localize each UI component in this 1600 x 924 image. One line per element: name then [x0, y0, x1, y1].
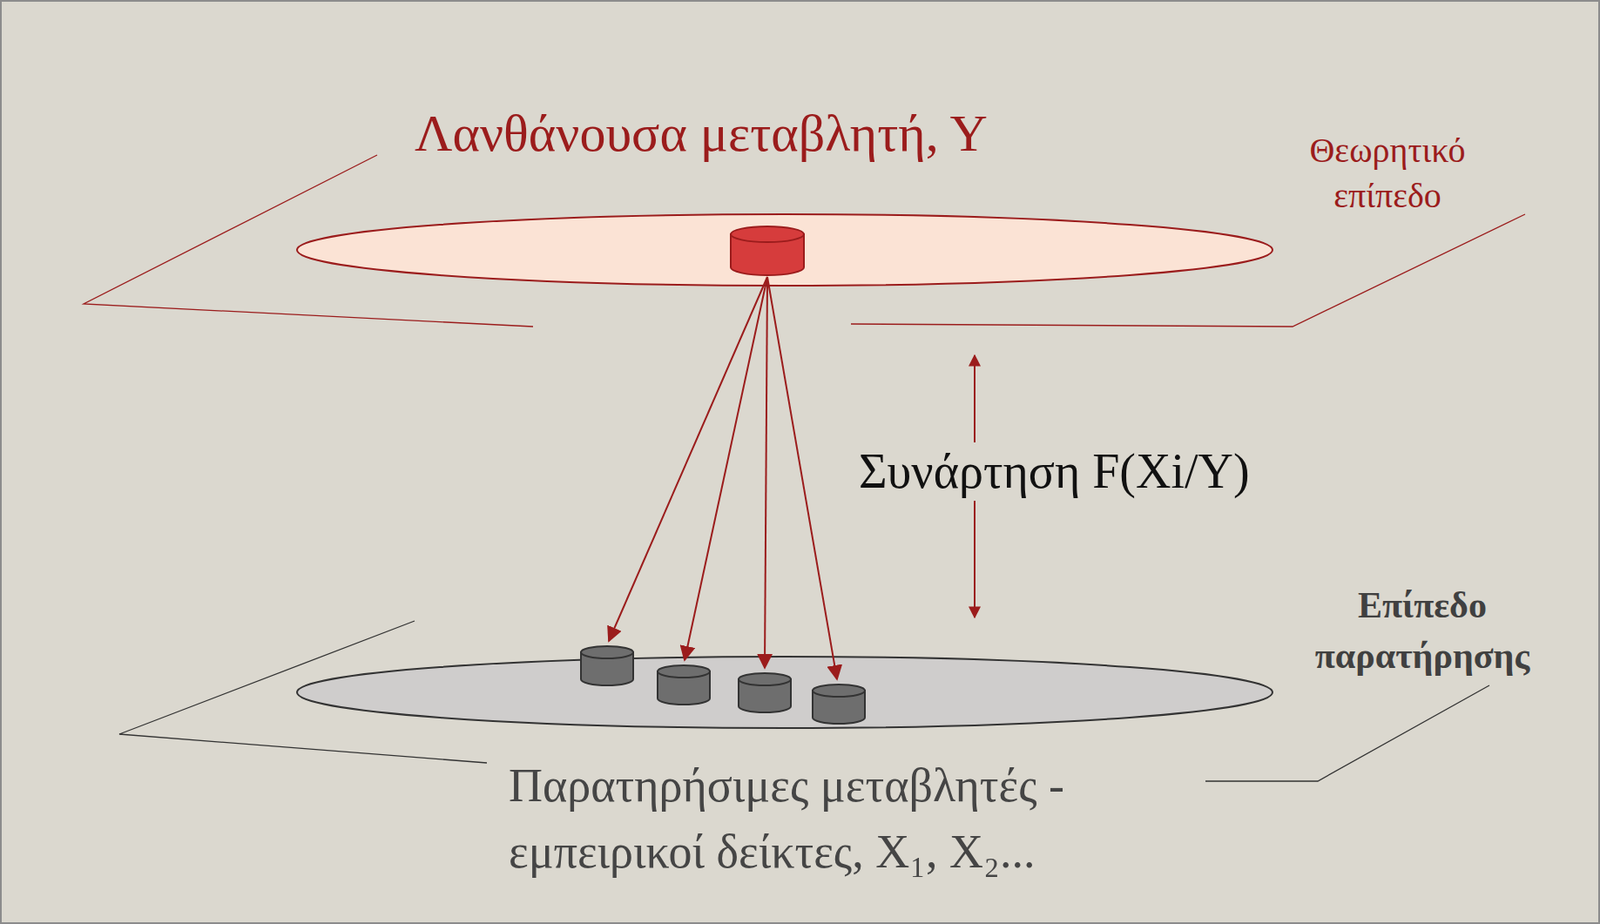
observed-variables-text: Παρατηρήσιμες μεταβλητές - εμπειρικοί δε…: [508, 752, 1206, 885]
plane-outline: [119, 621, 1490, 782]
plane-label: Επίπεδο παρατήρησης: [1274, 580, 1571, 682]
plane-outline: [83, 155, 1526, 327]
observed-cylinders: [580, 646, 865, 724]
latent-variable-title: Λανθάνουσα μεταβλητή, Υ: [414, 103, 988, 164]
theoretical-plane: Λανθάνουσα μεταβλητή, Υ Θεωρητικό επίπεδο: [80, 88, 1535, 354]
plane-label: Θεωρητικό επίπεδο: [1256, 128, 1519, 219]
function-label: Συνάρτηση F(Xi/Y): [853, 442, 1256, 501]
latent-cylinder: [730, 226, 804, 276]
observation-plane: Επίπεδο παρατήρησηςΠαρατηρήσιμες μεταβλη…: [80, 619, 1535, 881]
theory-plane: [297, 214, 1273, 286]
observation-plane: [297, 656, 1273, 729]
loading-arrows: [608, 276, 838, 680]
